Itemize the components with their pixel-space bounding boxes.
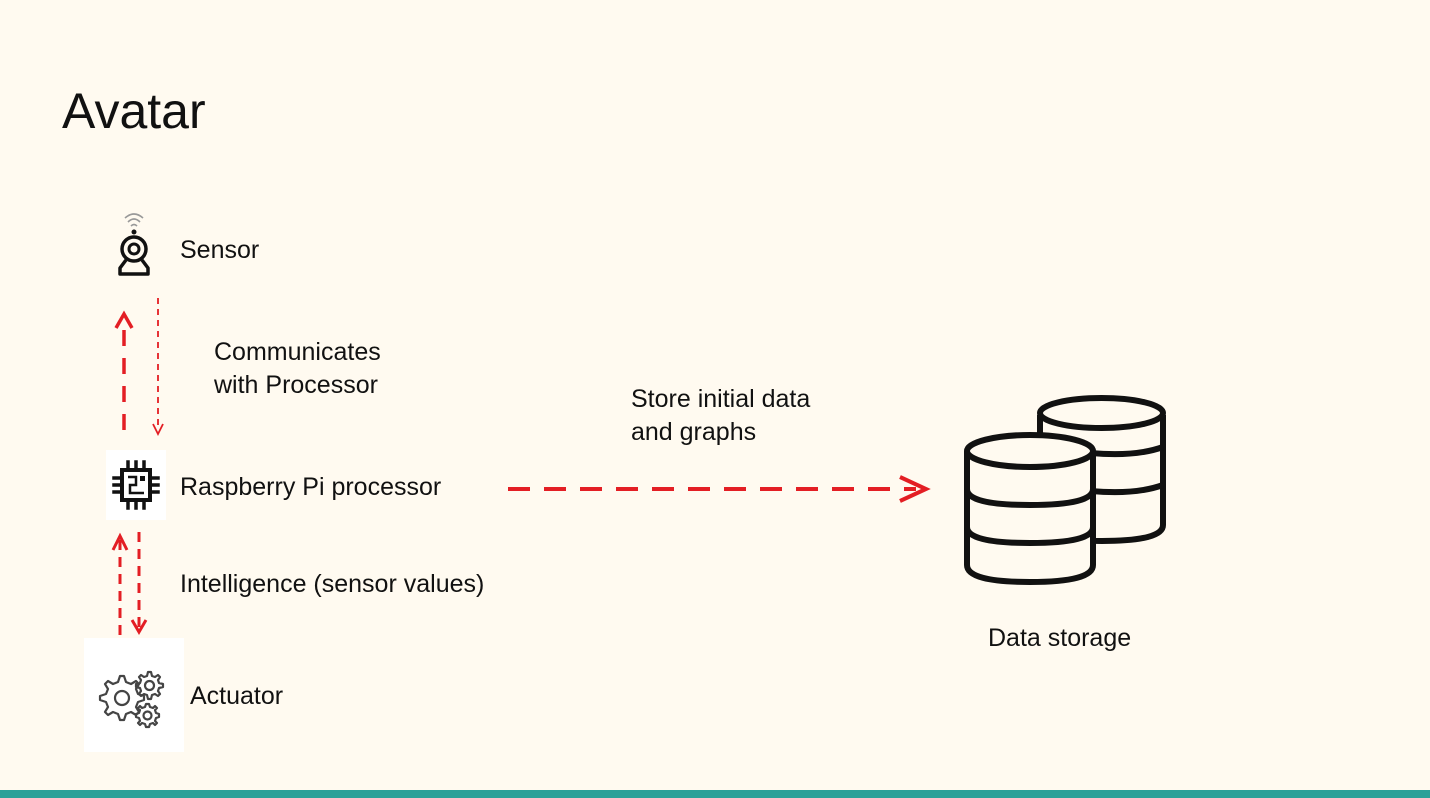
storage-icon-box	[955, 385, 1175, 595]
sensor-processor-label-line2: with Processor	[214, 371, 378, 399]
database-icon	[964, 395, 1166, 585]
arrowhead-up-sensor	[114, 310, 134, 329]
arrowhead-up-processor	[111, 532, 129, 551]
actuator-icon-box	[84, 638, 184, 752]
sensor-icon-box	[108, 204, 160, 280]
cpu-chip-icon	[112, 460, 160, 510]
sensor-processor-label-line1: Communicates	[214, 338, 381, 366]
webcam-sensor-icon	[118, 213, 150, 276]
processor-label: Raspberry Pi processor	[180, 473, 442, 501]
storage-label: Data storage	[988, 624, 1132, 652]
processor-storage-label-line1: Store initial data	[631, 385, 811, 413]
arrowhead-down-processor	[152, 423, 164, 437]
arrowhead-storage	[899, 475, 931, 503]
slide-title: Avatar	[62, 83, 206, 139]
arrowhead-down-actuator	[130, 619, 148, 635]
gears-icon	[98, 670, 165, 729]
processor-actuator-label: Intelligence (sensor values)	[180, 570, 485, 598]
sensor-label: Sensor	[180, 236, 260, 264]
actuator-label: Actuator	[190, 682, 284, 710]
processor-storage-label-line2: and graphs	[631, 418, 757, 446]
processor-icon-box	[106, 450, 166, 520]
bottom-accent-bar	[0, 790, 1430, 798]
